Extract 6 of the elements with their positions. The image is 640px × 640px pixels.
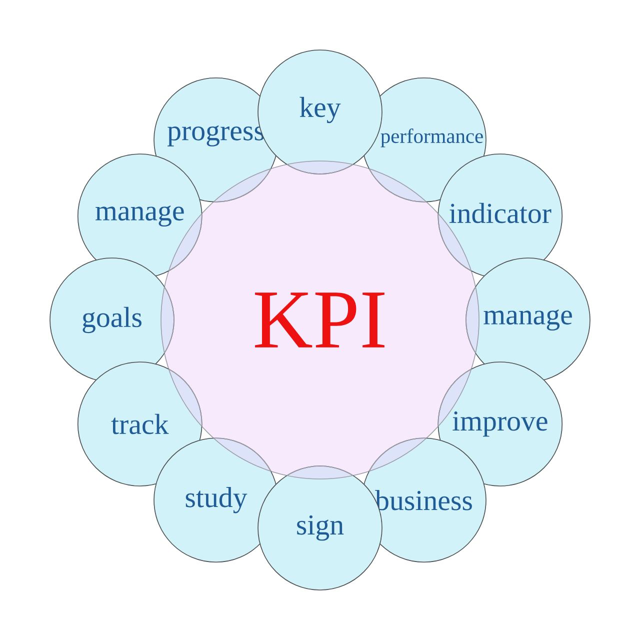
node-label: goals <box>82 306 142 334</box>
node-label: performance <box>380 128 483 148</box>
node-label: sign <box>297 515 344 541</box>
node-label: study <box>186 486 248 514</box>
node-label: key <box>300 96 341 124</box>
node-label: manage <box>484 309 572 331</box>
